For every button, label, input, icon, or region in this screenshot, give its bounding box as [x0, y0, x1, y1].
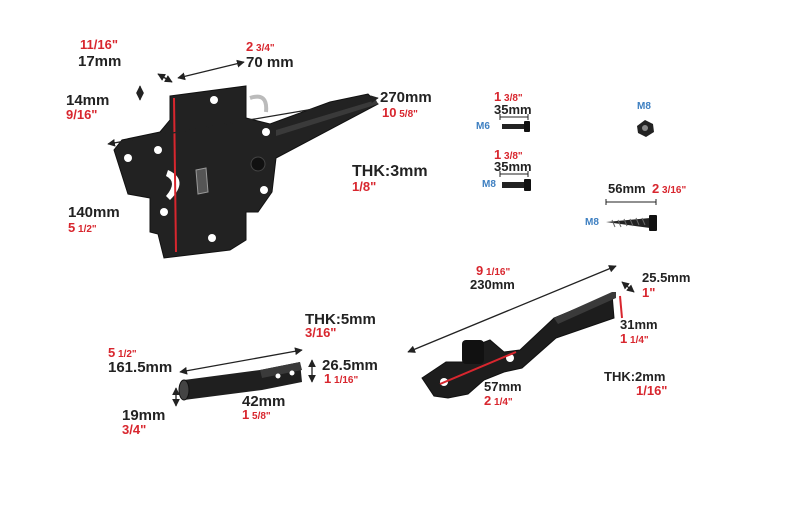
latch-thickness-inch: 1/8" [352, 179, 377, 194]
handle-drop-inch: 1 1/4" [620, 331, 649, 346]
bolt-m8-label: M8 [482, 179, 496, 190]
bolt-m8-length-inch: 1 3/8" [494, 147, 523, 162]
latch-top-offset-mm: 17mm [78, 53, 122, 70]
bolt-m6-length-mm: 35mm [494, 102, 532, 117]
latch-thickness: THK:3mm [352, 163, 428, 180]
latch-small-height-mm: 14mm [66, 92, 110, 109]
keeper-height-mm: 26.5mm [322, 357, 378, 374]
keeper-diameter-inch: 3/4" [122, 422, 147, 437]
latch-hole [124, 154, 132, 162]
bolt-m6-length-inch: 1 3/8" [494, 89, 523, 104]
latch-pivot-bolt [250, 156, 266, 172]
screw-label: M8 [585, 217, 599, 228]
handle-width-inch: 1" [642, 285, 656, 300]
hex-nut-m8 [637, 120, 654, 137]
handle-drop-mm: 31mm [620, 317, 658, 332]
dim-top-width [177, 59, 245, 81]
keeper-length-inch: 5 1/2" [108, 345, 137, 360]
spring-coil [249, 94, 269, 113]
dim-top-offset [157, 73, 173, 83]
latch-hole [154, 146, 162, 154]
screw-length-mm: 56mm [608, 181, 646, 196]
handle-length-mm: 230mm [470, 277, 515, 292]
handle-red-marker-tip [619, 295, 623, 319]
dim-handle-width [621, 281, 635, 293]
keeper-length-mm: 161.5mm [108, 359, 173, 376]
latch-height-inch: 5 1/2" [68, 220, 97, 235]
keeper-thickness-inch: 3/16" [305, 325, 337, 340]
latch-gravity-slot [195, 167, 209, 195]
latch-top-width-inch: 2 3/4" [246, 39, 275, 54]
latch-small-height-inch: 9/16" [66, 107, 98, 122]
lag-screw-m8 [605, 199, 657, 231]
handle-thickness: THK:2mm [604, 369, 666, 384]
screw-length-inch: 2 3/16" [652, 181, 687, 196]
dim-keeper-length [179, 347, 303, 375]
latch-hole [262, 128, 270, 136]
bolt-m6 [499, 114, 530, 132]
latch-length-mm: 270mm [380, 89, 432, 106]
nut-label: M8 [637, 101, 651, 112]
handle-length-inch: 9 1/16" [476, 263, 511, 278]
handle-hub-inch: 2 1/4" [484, 393, 513, 408]
latch-height-mm: 140mm [68, 204, 120, 221]
latch-top-width-mm: 70 mm [246, 54, 294, 71]
dim-latch-length [107, 95, 379, 147]
dim-handle-length [407, 265, 617, 353]
handle-hub-mm: 57mm [484, 379, 522, 394]
bolt-m6-label: M6 [476, 121, 490, 132]
latch-length-inch: 10 5/8" [382, 105, 418, 120]
keeper-slot-inch: 1 5/8" [242, 407, 271, 422]
latch-hole [260, 186, 268, 194]
latch-top-offset-inch: 11/16" [80, 37, 118, 52]
keeper-slot-mm: 42mm [242, 393, 286, 410]
keeper-diameter-mm: 19mm [122, 407, 166, 424]
latch-hole [210, 96, 218, 104]
bolt-m8-length-mm: 35mm [494, 159, 532, 174]
keeper-thickness: THK:5mm [305, 311, 376, 328]
handle-thickness-inch: 1/16" [636, 383, 668, 398]
handle-width-mm: 25.5mm [642, 270, 691, 285]
latch-hole [160, 208, 168, 216]
keeper-height-inch: 1 1/16" [324, 371, 359, 386]
latch-hole [208, 234, 216, 242]
bolt-m8 [499, 171, 531, 191]
gate-latch-illustration [113, 85, 379, 259]
handle-red-marker-hub [439, 351, 517, 385]
